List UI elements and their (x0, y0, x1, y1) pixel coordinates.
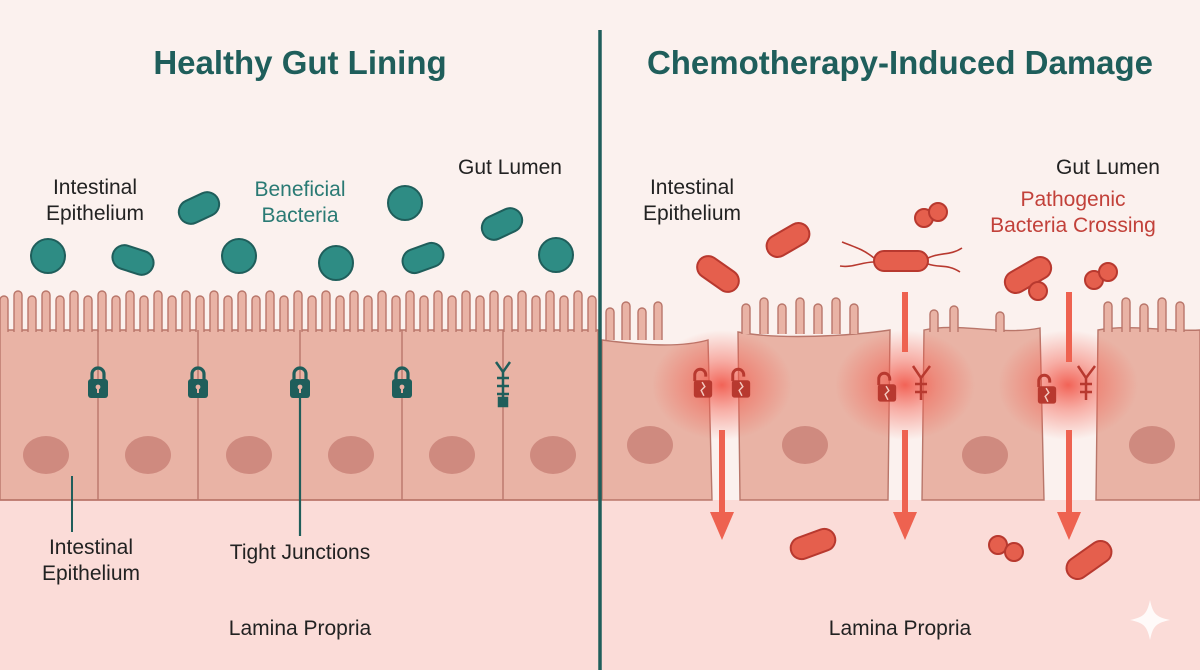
broken-zipper-icon (911, 365, 1096, 400)
label-pathogenic-bacteria: Pathogenic Bacteria Crossing (990, 188, 1156, 237)
beneficial-bacterium (221, 238, 257, 274)
pathogenic-bacterium (789, 527, 837, 561)
sparkle-icon (1130, 600, 1170, 640)
leak-arrows (710, 292, 1081, 540)
healthy-panel-title: Healthy Gut Lining (153, 44, 447, 81)
beneficial-bacterium (177, 191, 221, 225)
beneficial-bacterium (401, 241, 445, 275)
nucleus (782, 426, 828, 464)
label-gut-lumen-left: Gut Lumen (458, 156, 562, 179)
pathogenic-bacterium (1065, 539, 1113, 581)
pathogenic-bacterium (1028, 281, 1048, 301)
nucleus (627, 426, 673, 464)
beneficial-bacterium (538, 237, 574, 273)
nucleus (23, 436, 69, 474)
beneficial-bacterium (318, 245, 354, 281)
damage-panel-title: Chemotherapy-Induced Damage (646, 44, 1154, 81)
damaged-nuclei (627, 426, 1175, 474)
label-intestinal-epithelium-top: Intestinal Epithelium (45, 176, 145, 225)
arrow-down-icon (893, 512, 917, 540)
pathogenic-bacterium (696, 255, 740, 293)
arrow-down-icon (1057, 512, 1081, 540)
nucleus (125, 436, 171, 474)
damage-glow (652, 330, 792, 440)
zipper-icon (494, 361, 512, 408)
arrow-down-icon (1066, 430, 1072, 516)
beneficial-bacterium (480, 207, 524, 241)
damage-glow (835, 330, 975, 440)
arrow-down-icon (902, 292, 908, 352)
pathogenic-bacterium (928, 202, 948, 222)
nucleus (962, 436, 1008, 474)
beneficial-bacteria-group (30, 185, 574, 281)
damage-glow (998, 330, 1138, 440)
beneficial-bacterium (387, 185, 423, 221)
nucleus (1129, 426, 1175, 464)
healthy-nuclei (23, 436, 576, 474)
pathogenic-bacterium (765, 222, 811, 258)
arrow-down-icon (1066, 292, 1072, 362)
beneficial-bacterium (111, 244, 155, 276)
arrow-down-icon (902, 430, 908, 516)
label-intestinal-epithelium-right: Intestinal Epithelium (642, 176, 742, 225)
label-intestinal-epithelium-bottom: Intestinal Epithelium (41, 536, 141, 585)
healthy-microvilli (0, 290, 597, 332)
nucleus (530, 436, 576, 474)
flagella (839, 241, 963, 273)
label-lamina-propria-left: Lamina Propria (228, 617, 372, 640)
pathogenic-bacterium (1098, 262, 1118, 282)
nucleus (429, 436, 475, 474)
label-beneficial-bacteria: Beneficial Bacteria (254, 178, 346, 227)
damaged-microvilli (605, 297, 1185, 340)
nucleus (226, 436, 272, 474)
pathogenic-bacterium (1004, 542, 1024, 562)
arrow-down-icon (719, 430, 725, 516)
label-lamina-propria-right: Lamina Propria (828, 617, 972, 640)
beneficial-bacterium (30, 238, 66, 274)
label-gut-lumen-right: Gut Lumen (1056, 156, 1160, 179)
pathogenic-bacteria-group (696, 202, 1118, 581)
nucleus (328, 436, 374, 474)
arrow-down-icon (710, 512, 734, 540)
label-tight-junctions: Tight Junctions (229, 541, 371, 564)
pathogenic-bacterium-flagellated (873, 250, 929, 272)
